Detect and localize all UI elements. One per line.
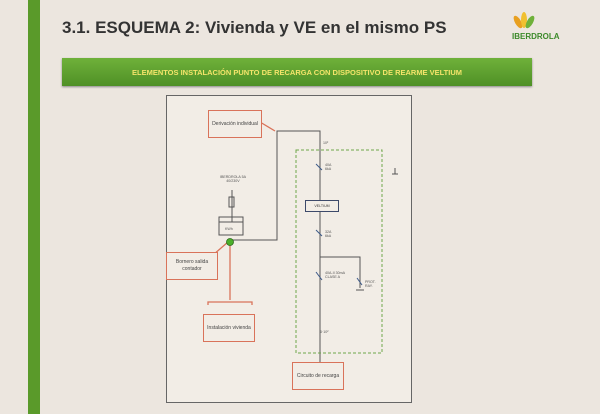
- derivacion-individual-label: Derivación individual: [208, 110, 262, 138]
- bornero-label: Bornero salida contador: [166, 252, 218, 280]
- top-cable-label: 10²: [323, 141, 329, 145]
- veltium-device: VELTIUM: [305, 200, 339, 212]
- instalacion-vivienda-label: Instalación vivienda: [203, 314, 255, 342]
- kwh-label: KWh: [225, 227, 233, 231]
- logo-text: IBERDROLA: [512, 32, 560, 41]
- section-banner: ELEMENTOS INSTALACIÓN PUNTO DE RECARGA C…: [62, 58, 532, 86]
- iberdrola-logo-icon: [513, 12, 535, 29]
- slide-accent-bar: [28, 0, 40, 414]
- slide-title: 3.1. ESQUEMA 2: Vivienda y VE en el mism…: [62, 18, 447, 37]
- surge-protection-label: PROT. RAY.: [365, 280, 376, 289]
- bottom-cable-label: 6·10²: [320, 330, 329, 334]
- differential-label: 40A-II 30mA CLASE A: [325, 271, 345, 280]
- breaker1-label: 40A 6kA: [325, 163, 332, 172]
- wiring-diagram: [166, 95, 412, 403]
- circuito-recarga-label: Circuito de recarga: [292, 362, 344, 390]
- breaker2-label: 32A 6kA: [325, 230, 332, 239]
- meter-rating-label: IBERDROLA 5A 40/230V: [220, 175, 246, 184]
